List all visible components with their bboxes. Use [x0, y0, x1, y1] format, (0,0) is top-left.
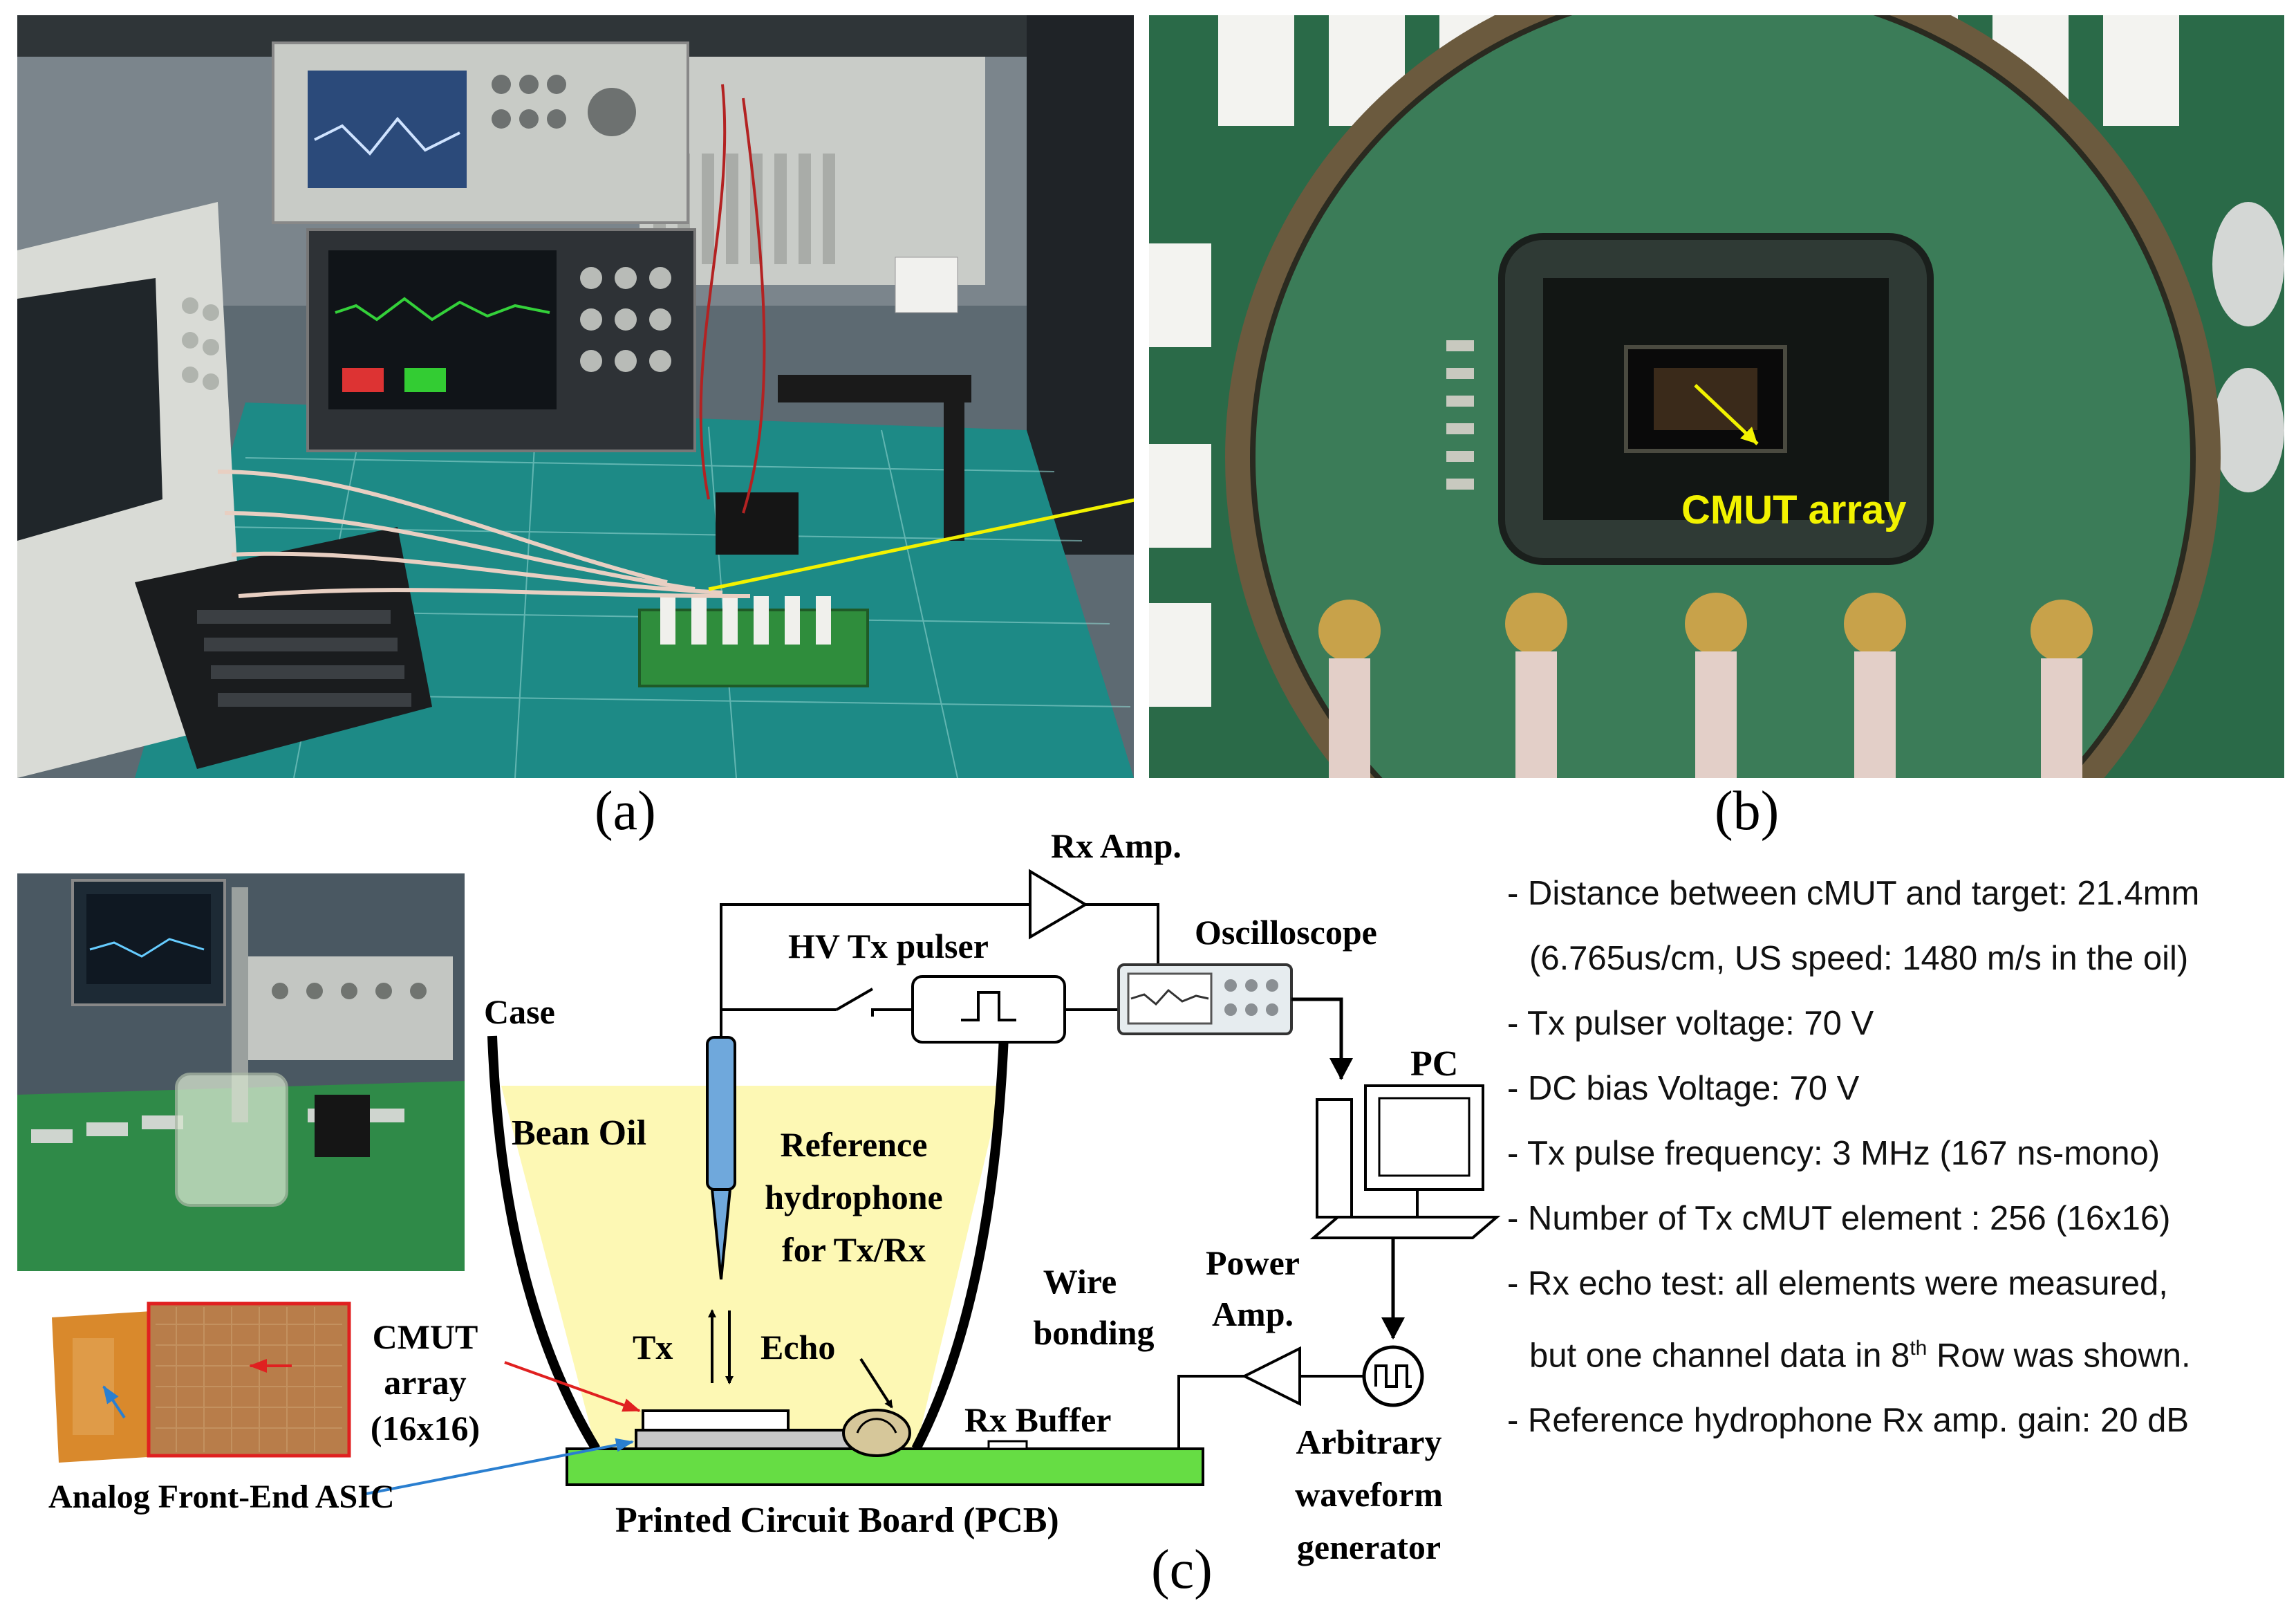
pc-label: PC — [1410, 1044, 1458, 1084]
reference-hydrophone-line-2: hydrophone — [765, 1178, 943, 1216]
switch — [836, 988, 873, 1011]
rx-amp-label: Rx Amp. — [1051, 826, 1182, 865]
wire-bonding-blob — [842, 1409, 911, 1457]
spec-rx-echo-row: but one channel data in 8th Row was show… — [1507, 1316, 2288, 1388]
spec-hydrophone-gain: - Reference hydrophone Rx amp. gain: 20 … — [1507, 1402, 2190, 1440]
callout-arrow-line — [708, 498, 1134, 591]
reference-hydrophone-line-3: for Tx/Rx — [782, 1230, 926, 1269]
wire-bonding-line-1: Wire — [1043, 1262, 1117, 1301]
bean-oil-label: Bean Oil — [512, 1113, 646, 1153]
spec-element-count: - Number of Tx cMUT element : 256 (16x16… — [1507, 1200, 2171, 1237]
reference-hydrophone-line-1: Reference — [781, 1125, 928, 1164]
cmut-array-line-3: (16x16) — [371, 1409, 480, 1447]
echo-label: Echo — [760, 1328, 835, 1367]
cmut-block — [642, 1409, 790, 1432]
spec-tx-voltage: - Tx pulser voltage: 70 V — [1507, 1005, 1874, 1042]
panel-label-b: (b) — [1715, 781, 1780, 842]
hydrophone-body — [706, 1036, 736, 1191]
photo-magnifier-closeup: CMUT array — [1149, 15, 2284, 778]
awg-line-3: generator — [1297, 1528, 1441, 1566]
power-amp-line-1: Power — [1206, 1243, 1300, 1282]
rx-buffer-block — [987, 1440, 1028, 1450]
oscilloscope-icon — [1117, 963, 1293, 1035]
panel-label-c: (c) — [1151, 1539, 1213, 1600]
spec-rx-echo-row-sup: th — [1910, 1337, 1928, 1360]
asic-pointer-arrow — [366, 1438, 634, 1495]
photo-setup-inset — [17, 873, 465, 1271]
asic-block — [635, 1429, 866, 1450]
spec-tx-frequency: - Tx pulse frequency: 3 MHz (167 ns-mono… — [1507, 1135, 2160, 1172]
cmut-array-label: CMUT array — [1681, 488, 1907, 532]
case-label: Case — [484, 992, 555, 1031]
cmut-array-line-2: array — [384, 1363, 466, 1402]
power-amp-line-2: Amp. — [1212, 1295, 1294, 1333]
spec-speed: (6.765us/cm, US speed: 1480 m/s in the o… — [1529, 940, 2189, 977]
case-left-wall — [487, 1035, 600, 1452]
cmut-pointer-arrow — [504, 1361, 641, 1412]
bean-oil-fill — [501, 1086, 1002, 1449]
magnifier-illustration: CMUT array — [1149, 15, 2284, 778]
hydrophone-tip — [710, 1188, 732, 1280]
spec-distance: - Distance between cMUT and target: 21.4… — [1507, 875, 2200, 912]
oscilloscope-label: Oscilloscope — [1195, 913, 1377, 952]
pcb-label: Printed Circuit Board (PCB) — [615, 1501, 1059, 1540]
awg-line-1: Arbitrary — [1296, 1423, 1441, 1461]
awg-line-2: waveform — [1295, 1475, 1443, 1514]
spec-rx-echo-row-tail: Row was shown. — [1927, 1337, 2191, 1375]
cmut-array-line-1: CMUT — [373, 1317, 478, 1356]
spec-rx-echo-test: - Rx echo test: all elements were measur… — [1507, 1265, 2168, 1302]
spec-dc-bias: - DC bias Voltage: 70 V — [1507, 1070, 1860, 1107]
pc-icon — [1309, 1084, 1501, 1239]
analog-front-end-label: Analog Front-End ASIC — [48, 1479, 395, 1515]
setup-inset-illustration — [17, 873, 465, 1271]
experiment-specs: - Distance between cMUT and target: 21.4… — [1507, 861, 2288, 1453]
tx-label: Tx — [633, 1328, 673, 1367]
rx-buffer-label: Rx Buffer — [964, 1400, 1111, 1439]
panel-label-a: (a) — [595, 781, 656, 842]
case-right-wall — [911, 1035, 1009, 1452]
lab-bench-illustration — [17, 15, 1134, 778]
awg-icon — [1362, 1345, 1424, 1407]
spec-rx-echo-row-text: but one channel data in 8 — [1529, 1337, 1910, 1375]
wire-bonding-line-2: bonding — [1033, 1313, 1154, 1352]
hv-tx-pulser-box — [911, 975, 1066, 1044]
photo-lab-bench — [17, 15, 1134, 778]
rx-amp-triangle — [1029, 869, 1088, 940]
power-amp-triangle — [1241, 1346, 1301, 1407]
hv-tx-pulser-label: HV Tx pulser — [788, 927, 989, 965]
